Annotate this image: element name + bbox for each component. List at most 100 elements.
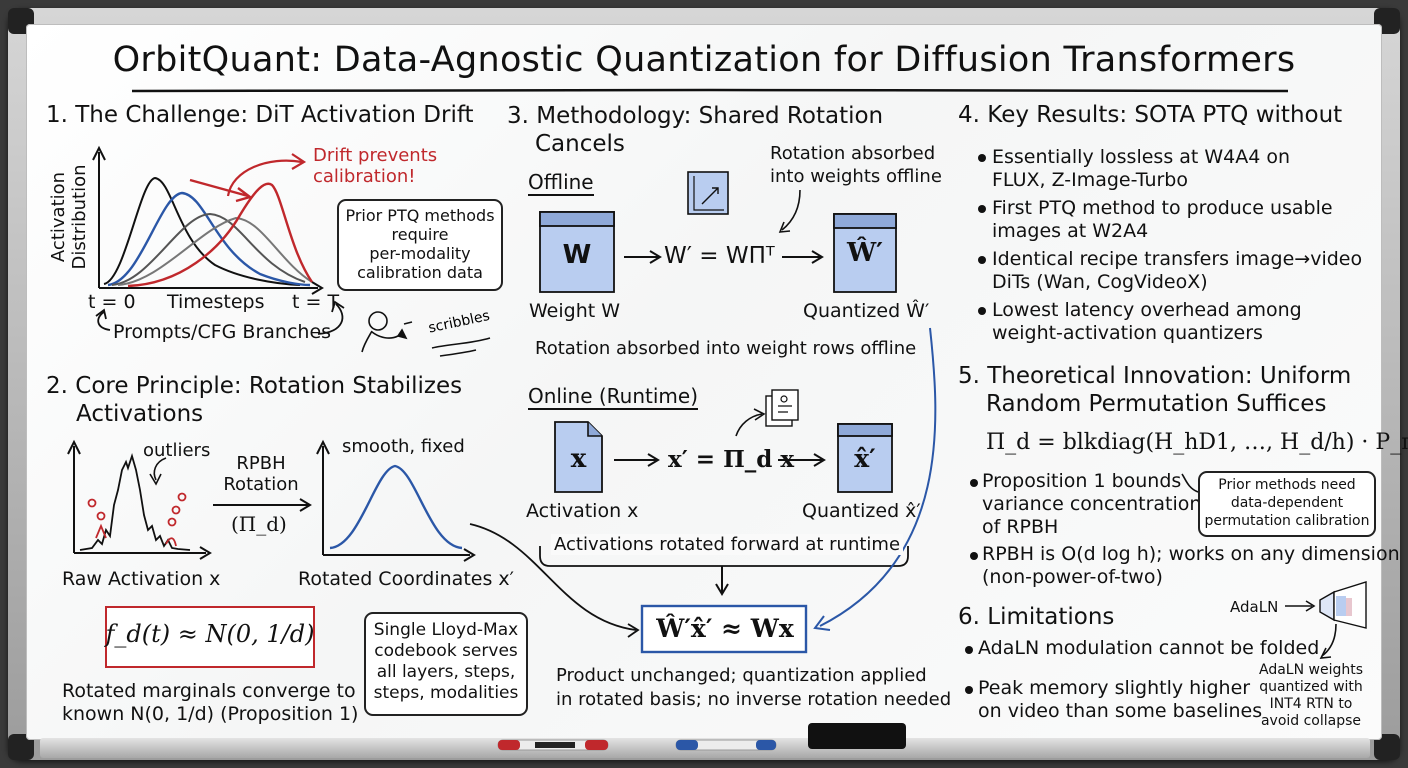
prior-methods-text: Prior methods need data-dependent permut…: [1200, 476, 1374, 530]
rotated-to-product-arrow: [469, 523, 637, 631]
tT-label: t = T: [292, 291, 340, 313]
x-quantized-symbol: x̂′: [854, 444, 876, 473]
drift-curved-arrow: [226, 159, 303, 197]
drift-label-line1: Drift prevents: [313, 145, 438, 166]
proposition-note: Proposition 1 bounds variance concentrat…: [982, 470, 1201, 539]
prompts-right-arrow: [317, 303, 344, 335]
limitation-2-line1: Peak memory slightly higher: [978, 677, 1251, 699]
timesteps-label: Timesteps: [167, 291, 265, 313]
lloyd-line2: codebook serves: [374, 641, 518, 661]
s1-heading: 1. The Challenge: DiT Activation Drift: [46, 102, 474, 128]
adaln-weights-note: AdaLN weights quantized with INT4 RTN to…: [1246, 662, 1376, 730]
rpbh-label: RPBH Rotation: [214, 453, 308, 495]
t0-label: t = 0: [88, 291, 136, 313]
proposition-line3: of RPBH: [982, 516, 1059, 538]
limitation-1: AdaLN modulation cannot be folded: [978, 637, 1320, 659]
black-marker[interactable]: [535, 742, 575, 748]
lloyd-line3: all layers, steps,: [376, 662, 516, 682]
raw-activation-curve: [79, 452, 191, 551]
lloyd-max-text: Single Lloyd-Max codebook serves all lay…: [366, 620, 526, 704]
drift-curve-gray-1: [111, 212, 306, 286]
lloyd-max-box: [364, 612, 528, 716]
prompts-label: Prompts/CFG Branches: [113, 321, 332, 343]
outliers-arrow: [153, 457, 167, 481]
rpbh-complexity-line1: RPBH is O(d log h); works on any dimensi…: [982, 543, 1400, 565]
marginals-note-line1: Rotated marginals converge to: [62, 680, 356, 702]
doc-arrow: [735, 413, 763, 437]
product-box: [640, 604, 808, 654]
prompts-left-arrow: [97, 311, 111, 331]
adaln-note-line4: avoid collapse: [1260, 713, 1362, 729]
result-item-1-line2: FLUX, Z-Image-Turbo: [992, 169, 1188, 191]
marginals-note-line2: known N(0, 1/d) (Proposition 1): [62, 703, 359, 725]
bullet: [965, 646, 973, 654]
result-item: Identical recipe transfers image→video D…: [992, 248, 1362, 294]
s3-heading: 3. Methodology: Shared Rotation Cancels: [507, 102, 883, 158]
adaln-layer-icon: [1319, 581, 1367, 629]
red-marker-band: [585, 740, 608, 750]
gaussian-formula: f_d(t) ≈ N(0, 1/d): [105, 620, 315, 648]
prior-ptq-text: Prior PTQ methods require per-modality c…: [339, 206, 501, 282]
weight-w-box: [539, 211, 615, 293]
s2-heading: 2. Core Principle: Rotation Stabilizes A…: [46, 372, 462, 428]
rotation-absorbed-line2: into weights offline: [770, 166, 942, 187]
product-note-line2: in rotated basis; no inverse rotation ne…: [556, 689, 952, 710]
absorbed-arrow: [781, 189, 801, 231]
outliers-label: outliers: [143, 440, 211, 461]
rotated-coords-label: Rotated Coordinates x′: [298, 568, 514, 590]
prior-ptq-line4: calibration data: [357, 263, 483, 282]
weight-to-product-arrow: [819, 327, 937, 627]
lloyd-line1: Single Lloyd-Max: [373, 620, 519, 640]
prior-ptq-line3: per-modality: [369, 244, 471, 263]
forward-runtime-note: Activations rotated forward at runtime: [551, 534, 904, 555]
drift-curve-t0: [103, 176, 301, 286]
drift-x-arrowhead: [311, 281, 324, 295]
bullet: [978, 154, 986, 162]
rotation-absorbed-label: Rotation absorbed into weights offline: [770, 142, 942, 188]
s2-heading-line1: 2. Core Principle: Rotation Stabilizes: [46, 373, 463, 399]
bullet: [970, 552, 978, 560]
proposition-line2: variance concentration: [982, 493, 1202, 515]
bullet: [978, 307, 986, 315]
outlier-points: [87, 492, 187, 547]
result-item-3-line2: DiTs (Wan, CogVideoX): [992, 271, 1208, 293]
runtime-bracket: [539, 546, 909, 567]
bullet: [978, 256, 986, 264]
s3-heading-line2: Cancels: [535, 131, 625, 157]
s3-heading-line1: 3. Methodology: Shared Rotation: [507, 103, 884, 129]
s6-heading: 6. Limitations: [958, 604, 1115, 630]
blue-marker-cap: [676, 740, 698, 750]
s5-heading-line1: 5. Theoretical Innovation: Uniform: [958, 363, 1352, 389]
result-item-3-line1: Identical recipe transfers image→video: [992, 248, 1363, 270]
result-item: Lowest latency overhead among weight-act…: [992, 299, 1302, 345]
quantized-w-label: Quantized Ŵ′: [803, 300, 930, 322]
activation-x-box: [554, 421, 603, 493]
red-marker-cap: [498, 740, 520, 750]
rpbh-label-line1: RPBH: [236, 453, 286, 474]
limitation-2-line2: on video than some baselines: [978, 700, 1263, 722]
rpbh-complexity: RPBH is O(d log h); works on any dimensi…: [982, 543, 1400, 589]
drift-label: Drift prevents calibration!: [313, 145, 437, 187]
smooth-label: smooth, fixed: [342, 436, 465, 457]
eraser[interactable]: [808, 723, 906, 749]
bullet: [978, 205, 986, 213]
w-quantized-symbol: Ŵ′: [846, 238, 884, 268]
drift-curve-red: [127, 182, 313, 288]
raw-activation-label: Raw Activation x: [62, 568, 221, 590]
rpbh-pi-label: (Π_d): [231, 512, 287, 536]
online-label: Online (Runtime): [528, 384, 699, 410]
bullet: [970, 479, 978, 487]
adaln-down-arrow: [1321, 623, 1337, 657]
x-label: x: [570, 444, 587, 474]
document-icon: [765, 389, 799, 427]
result-item-1-line1: Essentially lossless at W4A4 on: [992, 146, 1291, 168]
w-rotation-equation: W′ = WΠᵀ: [664, 243, 775, 269]
result-item: First PTQ method to produce usable image…: [992, 197, 1333, 243]
quantized-w-box: [833, 213, 897, 293]
rotation-matrix-icon: [687, 171, 729, 215]
